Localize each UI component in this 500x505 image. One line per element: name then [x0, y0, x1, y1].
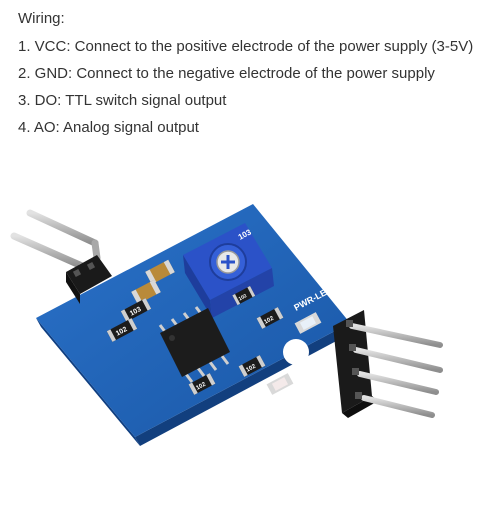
resistor-code: 102 — [245, 363, 257, 373]
left-pin-header — [10, 209, 112, 304]
pin-labels: VCC GND DO AO — [309, 351, 335, 422]
wiring-line-do: 3. DO: TTL switch signal output — [18, 92, 227, 109]
resistor-code: 102 — [263, 315, 275, 325]
pin-label-gnd: GND — [313, 368, 331, 391]
wiring-instructions: Wiring: 1. VCC: Connect to the positive … — [18, 8, 488, 144]
sensor-module-illustration: 103 103 102 102 — [10, 204, 443, 446]
sensor-module-photo: 103 103 102 102 — [0, 185, 500, 500]
smd-capacitors — [131, 259, 175, 305]
comparator-ic — [158, 306, 230, 383]
right-pin-header — [333, 310, 443, 418]
resistor-code: 102 — [195, 381, 207, 391]
wiring-line-gnd: 2. GND: Connect to the negative electrod… — [18, 65, 435, 82]
wiring-line-ao: 4. AO: Analog signal output — [18, 119, 199, 136]
pcb-edge — [36, 318, 140, 446]
pin-label-vcc: VCC — [317, 351, 335, 373]
resistor-code: 102 — [115, 326, 129, 338]
wiring-title: Wiring: — [18, 10, 65, 27]
pin-label-ao: AO — [309, 405, 324, 422]
mounting-hole — [283, 339, 309, 365]
pin-label-do: DO — [311, 389, 326, 406]
wiring-line-vcc: 1. VCC: Connect to the positive electrod… — [18, 38, 474, 55]
smd-resistors: 103 102 102 102 — [106, 286, 284, 395]
resistor-code: 103 — [129, 306, 143, 318]
resistor-code: 102 — [238, 293, 248, 302]
